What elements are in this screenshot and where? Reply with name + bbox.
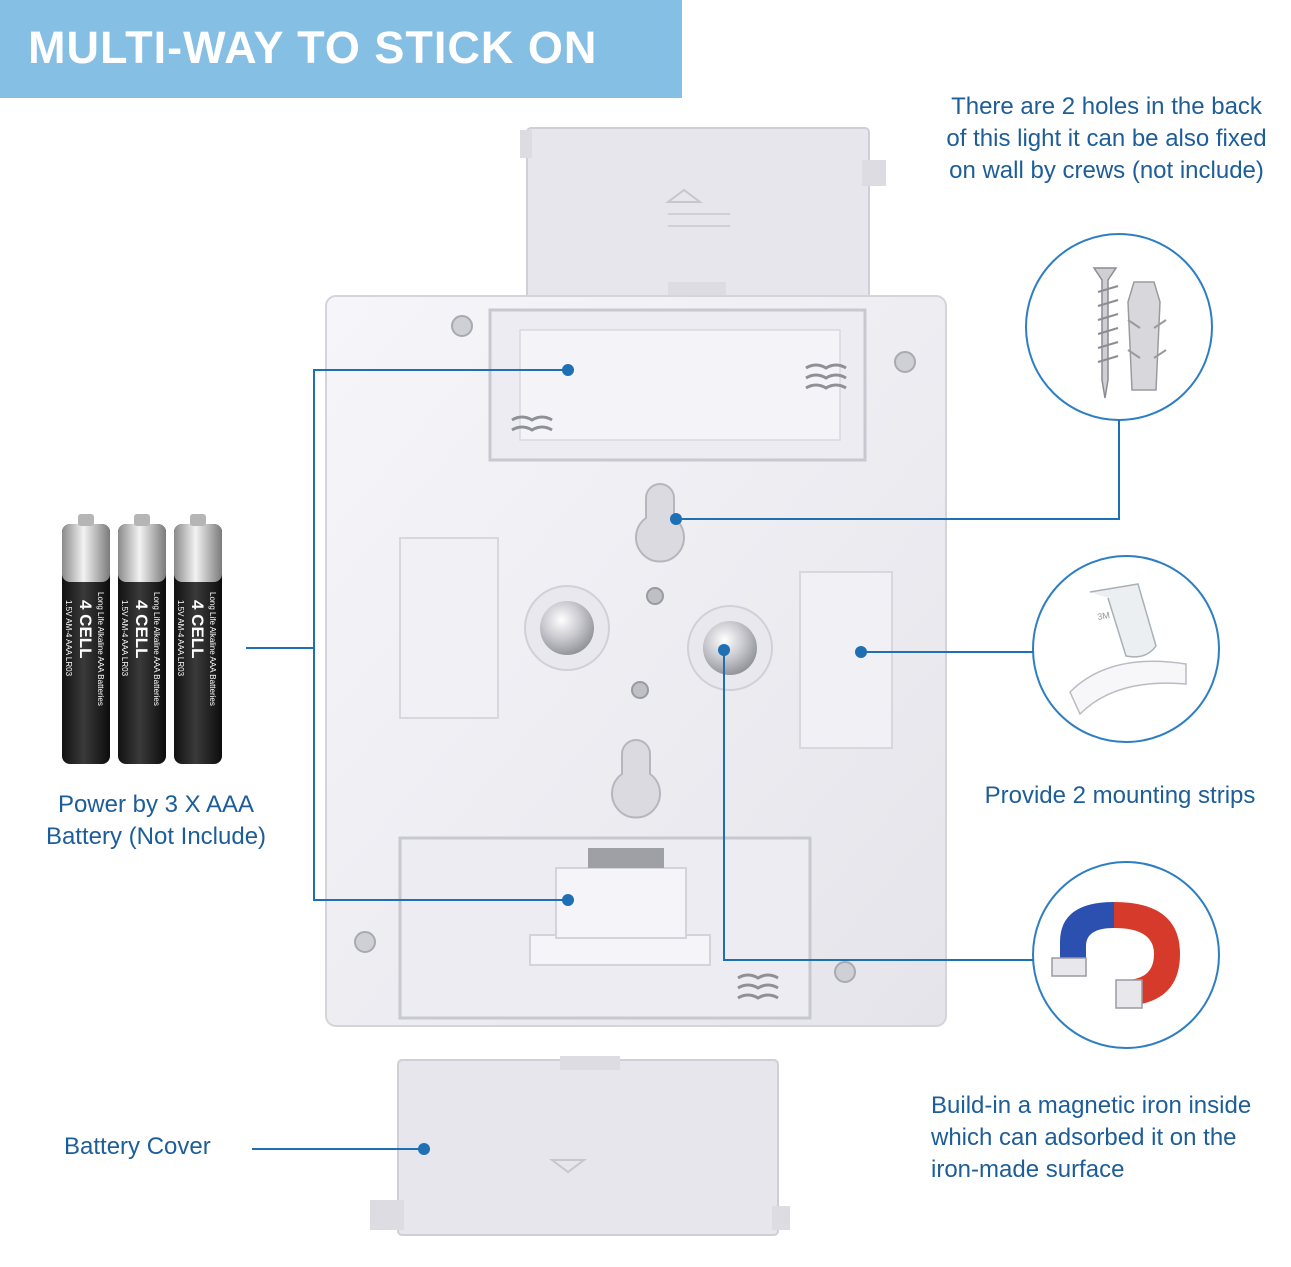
battery-3: [174, 514, 222, 764]
banner-title: MULTI-WAY TO STICK ON: [28, 22, 598, 73]
screw-and-anchor-icon: [1025, 233, 1213, 421]
battery-3-brand: 4 CELL: [188, 600, 207, 659]
aaa-battery-icon: 4 CELL Long Life Alkaline AAA Batteries …: [62, 514, 222, 764]
holes-callout: There are 2 holes in the back of this li…: [922, 91, 1291, 187]
magnet-callout-line-3: iron-made surface: [931, 1156, 1125, 1183]
top-battery-cover: [520, 127, 886, 299]
leader-lines: [246, 369, 1120, 1150]
battery-1-spec: 1.5V AM-4 AAA LR03: [64, 600, 73, 677]
battery-1-type: Long Life Alkaline AAA Batteries: [96, 592, 105, 706]
battery-1-brand: 4 CELL: [76, 600, 95, 659]
battery-2-brand: 4 CELL: [132, 600, 151, 659]
battery-2-type: Long Life Alkaline AAA Batteries: [152, 592, 161, 706]
leader-dots: [418, 364, 867, 1155]
adhesive-strip-icon: 3M: [1032, 555, 1220, 743]
magnet-callout-line-1: Build-in a magnetic iron inside: [931, 1092, 1252, 1119]
light-body: [325, 295, 947, 1027]
horseshoe-magnet-icon: [1032, 861, 1220, 1049]
battery-3-type: Long Life Alkaline AAA Batteries: [208, 592, 217, 706]
holes-callout-line-1: There are 2 holes in the back: [951, 93, 1262, 120]
svg-text:3M: 3M: [1097, 610, 1111, 622]
cover-callout: Battery Cover: [64, 1133, 211, 1160]
holes-callout-line-2: of this light it can be also fixed: [946, 125, 1267, 152]
title-banner: MULTI-WAY TO STICK ON: [0, 0, 682, 98]
magnet-callout: Build-in a magnetic iron inside which ca…: [931, 1090, 1291, 1186]
battery-callout-line-1: Power by 3 X AAA: [57, 791, 255, 818]
battery-callout-line-2: Battery (Not Include): [45, 823, 267, 850]
bottom-battery-cover: [370, 1056, 790, 1236]
battery-2: [118, 514, 166, 764]
battery-1: [62, 514, 110, 764]
battery-3-spec: 1.5V AM-4 AAA LR03: [176, 600, 185, 677]
battery-2-spec: 1.5V AM-4 AAA LR03: [120, 600, 129, 677]
strips-callout: Provide 2 mounting strips: [984, 782, 1256, 809]
battery-callout: Power by 3 X AAA Battery (Not Include): [20, 789, 292, 853]
holes-callout-line-3: on wall by crews (not include): [949, 157, 1264, 184]
magnet-callout-line-2: which can adsorbed it on the: [931, 1124, 1237, 1151]
